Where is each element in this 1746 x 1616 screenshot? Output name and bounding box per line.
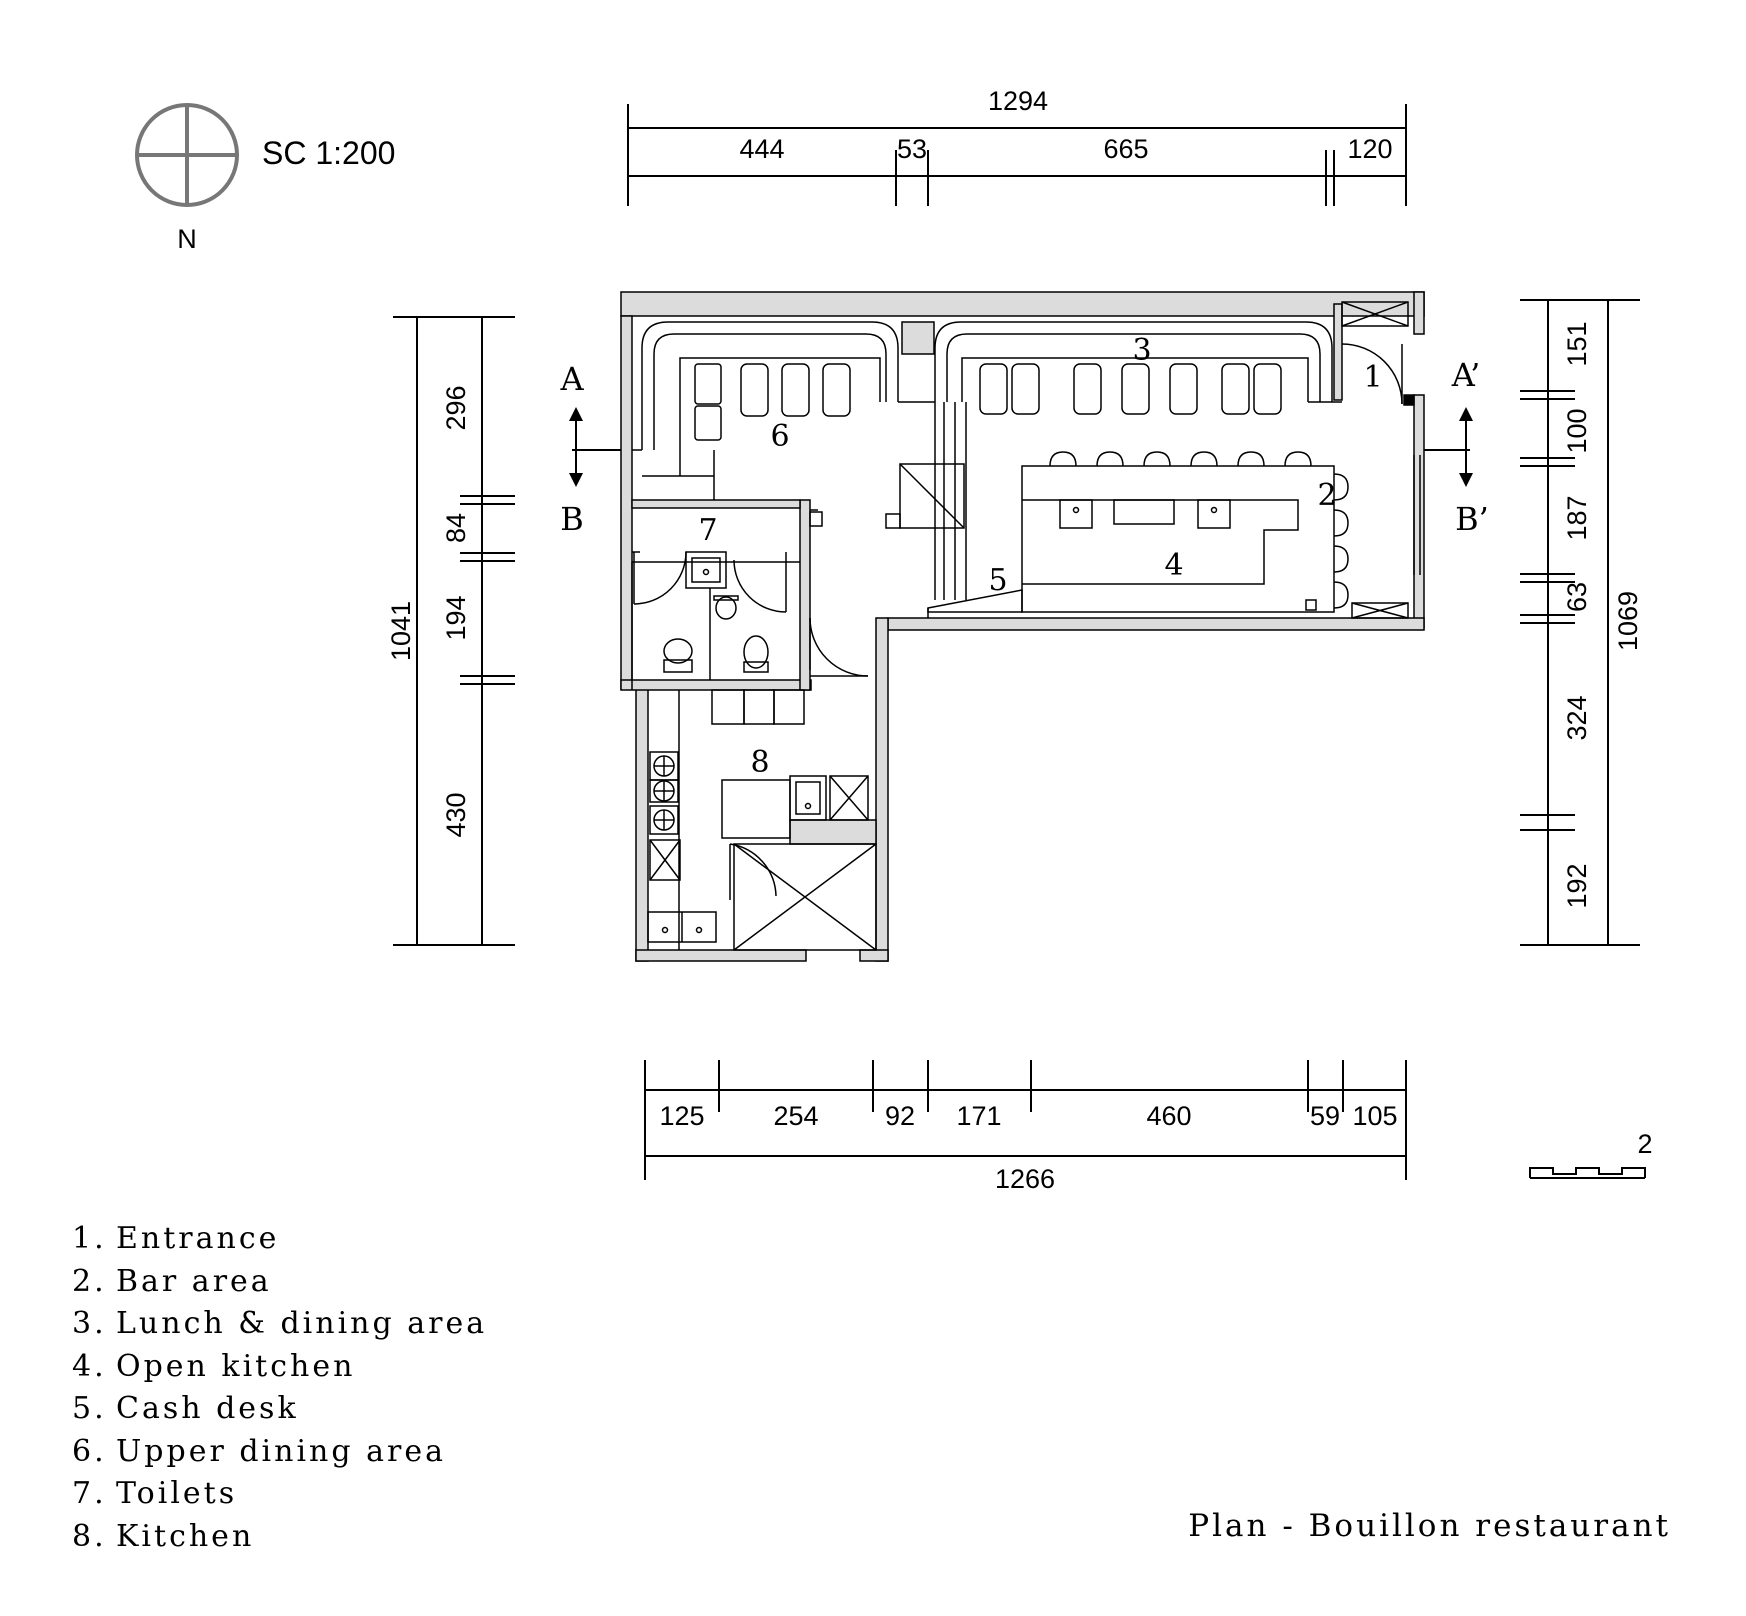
dim-top-segment: 53 bbox=[897, 134, 927, 164]
legend-number: 7. bbox=[72, 1476, 107, 1511]
dim-left-segment: 194 bbox=[441, 595, 471, 640]
lunch-dining-area bbox=[885, 321, 1342, 600]
legend-label: Kitchen bbox=[116, 1518, 255, 1554]
dim-top-segment: 444 bbox=[739, 134, 784, 164]
section-label-b-prime: B’ bbox=[1455, 500, 1489, 538]
legend-item: 2.Bar area bbox=[72, 1261, 487, 1304]
room-number-cash-desk: 5 bbox=[988, 563, 1007, 598]
legend-number: 4. bbox=[72, 1348, 107, 1384]
legend-label: Lunch & dining area bbox=[116, 1306, 488, 1341]
legend-number: 2. bbox=[72, 1263, 107, 1299]
dim-left-segment: 84 bbox=[441, 513, 471, 543]
toilets bbox=[631, 509, 869, 690]
legend-item: 1. Entrance bbox=[72, 1218, 487, 1261]
dim-right-segment: 192 bbox=[1562, 863, 1592, 908]
room-number-toilets: 7 bbox=[698, 513, 717, 548]
room-number-lunch-dining: 3 bbox=[1132, 333, 1151, 368]
dim-right-segment: 151 bbox=[1562, 321, 1592, 366]
section-label-a: A bbox=[559, 360, 584, 398]
scale-bar-label: 2 bbox=[1637, 1129, 1652, 1159]
entrance bbox=[1341, 301, 1421, 619]
scale-bar: 2 bbox=[1529, 1129, 1653, 1179]
legend-number: 3. bbox=[72, 1306, 107, 1341]
top-dimension-chain bbox=[627, 104, 1407, 206]
left-dimension-chain bbox=[393, 316, 515, 946]
legend-item: 3. Lunch & dining area bbox=[72, 1303, 487, 1346]
dim-bottom-total: 1266 bbox=[995, 1164, 1055, 1194]
dim-left-total: 1041 bbox=[386, 601, 416, 661]
dim-bottom-segment: 105 bbox=[1352, 1101, 1397, 1131]
legend-item: 7. Toilets bbox=[72, 1473, 487, 1516]
walls bbox=[620, 291, 1425, 962]
legend-item: 6.Upper dining area bbox=[72, 1431, 487, 1474]
section-mark-right: A’ B’ bbox=[1414, 356, 1489, 538]
dim-right-segment: 100 bbox=[1562, 408, 1592, 453]
legend-label: Toilets bbox=[116, 1476, 238, 1511]
open-kitchen-bar bbox=[927, 451, 1349, 618]
dim-bottom-segment: 171 bbox=[956, 1101, 1001, 1131]
dim-right-segment: 187 bbox=[1562, 495, 1592, 540]
section-mark-left: A B bbox=[559, 360, 622, 538]
dim-right-segment: 63 bbox=[1562, 582, 1592, 612]
dim-right-segment: 324 bbox=[1562, 695, 1592, 740]
legend-label: Upper dining area bbox=[116, 1433, 446, 1469]
room-number-open-kitchen: 4 bbox=[1164, 548, 1183, 583]
legend-item: 5. Cash desk bbox=[72, 1388, 487, 1431]
legend-number: 1. bbox=[72, 1221, 107, 1256]
legend-number: 6. bbox=[72, 1433, 107, 1469]
dim-left-segment: 296 bbox=[441, 385, 471, 430]
upper-dining-area bbox=[632, 321, 935, 500]
dim-top-segment: 120 bbox=[1347, 134, 1392, 164]
legend-item: 4.Open kitchen bbox=[72, 1346, 487, 1389]
legend-label: Open kitchen bbox=[116, 1348, 356, 1384]
plan-caption: Plan - Bouillon restaurant bbox=[1188, 1508, 1671, 1544]
right-dimension-chain bbox=[1520, 299, 1640, 946]
room-number-entrance: 1 bbox=[1363, 360, 1382, 395]
dim-right-total: 1069 bbox=[1613, 591, 1643, 651]
kitchen bbox=[647, 689, 877, 951]
dim-left-segment: 430 bbox=[441, 792, 471, 837]
room-number-upper-dining: 6 bbox=[770, 419, 789, 454]
scale-label: SC 1:200 bbox=[262, 135, 395, 171]
dim-bottom-segment: 92 bbox=[885, 1101, 915, 1131]
dim-bottom-segment: 125 bbox=[659, 1101, 704, 1131]
dim-top-total: 1294 bbox=[988, 86, 1048, 116]
legend-number: 8. bbox=[72, 1518, 107, 1554]
legend-label: Cash desk bbox=[116, 1391, 299, 1426]
room-number-kitchen: 8 bbox=[750, 745, 769, 780]
dim-bottom-segment: 460 bbox=[1146, 1101, 1191, 1131]
dim-top-segment: 665 bbox=[1103, 134, 1148, 164]
legend-label: Entrance bbox=[116, 1221, 280, 1256]
north-compass: N SC 1:200 bbox=[135, 103, 395, 254]
north-label: N bbox=[177, 224, 197, 254]
legend-number: 5. bbox=[72, 1391, 107, 1426]
legend-item: 8.Kitchen bbox=[72, 1516, 487, 1559]
dim-bottom-segment: 254 bbox=[773, 1101, 818, 1131]
section-label-a-prime: A’ bbox=[1451, 356, 1481, 394]
bottom-dimension-chain bbox=[644, 1060, 1407, 1180]
legend-label: Bar area bbox=[116, 1263, 272, 1299]
dim-bottom-segment: 59 bbox=[1310, 1101, 1340, 1131]
room-number-bar-area: 2 bbox=[1317, 478, 1336, 513]
room-legend: 1. Entrance 2.Bar area 3. Lunch & dining a… bbox=[72, 1218, 487, 1558]
section-label-b: B bbox=[560, 500, 584, 538]
